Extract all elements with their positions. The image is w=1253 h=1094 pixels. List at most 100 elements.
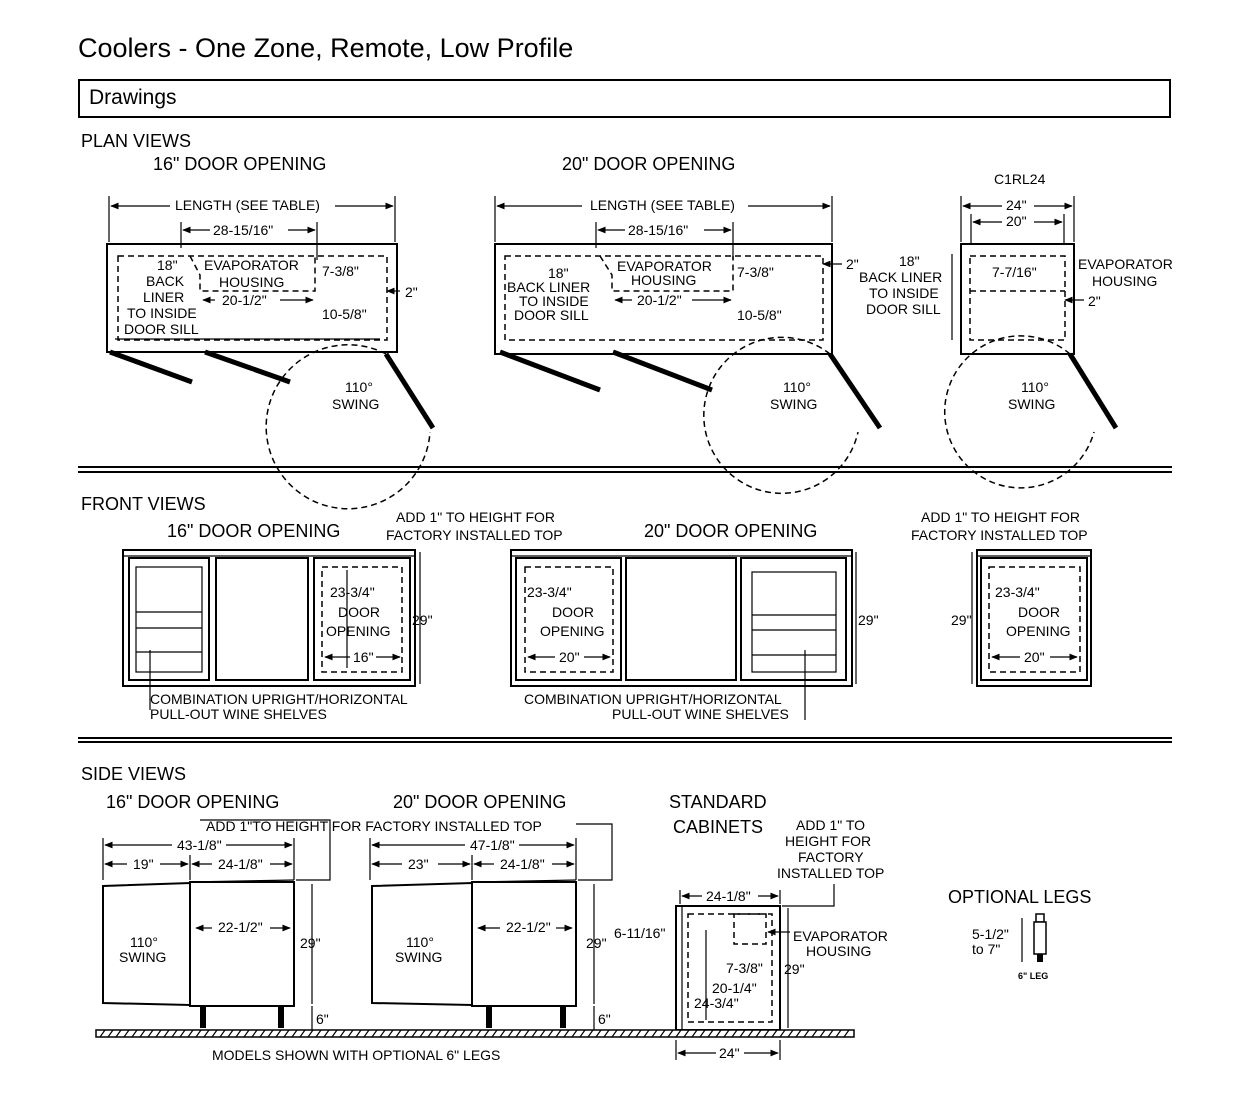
side-std-evap-2: HOUSING xyxy=(806,943,871,959)
plan-20-liner-1: BACK LINER xyxy=(507,279,590,295)
leg-icon xyxy=(1035,913,1045,923)
front-20-door-1: DOOR xyxy=(552,604,594,620)
side-section-title: SIDE VIEWS xyxy=(81,764,186,784)
side-std-d29: 29" xyxy=(784,961,805,977)
plan-24-d2: 2" xyxy=(1088,293,1101,309)
drawings-tab-label: Drawings xyxy=(89,86,177,109)
side-20-d2212: 22-1/2" xyxy=(506,919,551,935)
side-20-d23: 23" xyxy=(408,856,429,872)
side-standard-2: CABINETS xyxy=(673,817,763,837)
plan-16-evap-2: HOUSING xyxy=(219,274,284,290)
side-add1-std-1: ADD 1" TO xyxy=(796,817,865,833)
front-20-combo-2: PULL-OUT WINE SHELVES xyxy=(612,706,789,722)
front-20-heading: 20" DOOR OPENING xyxy=(644,521,817,541)
plan-20-liner-3: DOOR SILL xyxy=(514,307,589,323)
plan-20-heading: 20" DOOR OPENING xyxy=(562,154,735,174)
side-add1-std-3: FACTORY xyxy=(798,849,864,865)
front-20-d20: 20" xyxy=(559,649,580,665)
plan-16-d2012: 20-1/2" xyxy=(222,292,267,308)
side-16-d19: 19" xyxy=(133,856,154,872)
plan-16-d1058: 10-5/8" xyxy=(322,306,367,322)
plan-20-length: LENGTH (SEE TABLE) xyxy=(590,197,735,213)
plan-24-d24: 24" xyxy=(1006,197,1027,213)
plan-20-evap-2: HOUSING xyxy=(631,272,696,288)
side-16-swing-2: SWING xyxy=(119,949,166,965)
plan-24-evap-2: HOUSING xyxy=(1092,273,1157,289)
side-16-swing-1: 110° xyxy=(130,934,158,950)
side-20-heading: 20" DOOR OPENING xyxy=(393,792,566,812)
plan-16-liner-1: BACK xyxy=(146,273,185,289)
plan-20-drawing: LENGTH (SEE TABLE) 28-15/16" 18" BACK LI… xyxy=(494,196,883,495)
side-standard-1: STANDARD xyxy=(669,792,767,812)
side-std-d2014: 20-1/4" xyxy=(712,980,757,996)
side-20-d6: 6" xyxy=(598,1011,611,1027)
front-16-combo-1: COMBINATION UPRIGHT/HORIZONTAL xyxy=(150,691,408,707)
front-20-drawing: 23-3/4" DOOR OPENING 20" 29" COMBINATION… xyxy=(510,549,879,722)
front-16-door-2: OPENING xyxy=(326,623,391,639)
front-24-drawing: 23-3/4" DOOR OPENING 20" 29" xyxy=(951,549,1092,687)
page-title: Coolers - One Zone, Remote, Low Profile xyxy=(78,33,574,63)
legs-range-2: to 7" xyxy=(972,941,1000,957)
front-16-door-1: DOOR xyxy=(338,604,380,620)
plan-24-swing-1: 110° xyxy=(1021,379,1049,395)
side-add1-std-4: INSTALLED TOP xyxy=(777,865,884,881)
side-std-d2418: 24-1/8" xyxy=(706,888,751,904)
front-views: FRONT VIEWS 16" DOOR OPENING 20" DOOR OP… xyxy=(81,494,1092,722)
side-20-d2418: 24-1/8" xyxy=(500,856,545,872)
front-24-d29: 29" xyxy=(951,612,972,628)
legs-range-1: 5-1/2" xyxy=(972,926,1009,942)
plan-24-d7716: 7-7/16" xyxy=(992,264,1037,280)
side-std-d738: 7-3/8" xyxy=(726,960,763,976)
front-16-add1-2: FACTORY INSTALLED TOP xyxy=(386,527,563,543)
side-16-heading: 16" DOOR OPENING xyxy=(106,792,279,812)
plan-20-swing-1: 110° xyxy=(783,379,811,395)
front-section-title: FRONT VIEWS xyxy=(81,494,206,514)
side-std-d24: 24" xyxy=(719,1045,740,1061)
front-20-d2334: 23-3/4" xyxy=(527,584,572,600)
plan-20-d2012: 20-1/2" xyxy=(637,292,682,308)
plan-24-liner-3: DOOR SILL xyxy=(866,301,941,317)
plan-16-length: LENGTH (SEE TABLE) xyxy=(175,197,320,213)
plan-16-swing-2: SWING xyxy=(332,396,379,412)
front-24-add1-2: FACTORY INSTALLED TOP xyxy=(911,527,1088,543)
optional-legs: OPTIONAL LEGS 5-1/2" to 7" 6" LEG xyxy=(948,887,1091,981)
side-16-drawing: 43-1/8" 19" 24-1/8" 22-1/2" 110° SWING 2… xyxy=(102,819,331,1030)
divider-2 xyxy=(78,737,1172,743)
side-16-d2212: 22-1/2" xyxy=(218,919,263,935)
side-std-d61116: 6-11/16" xyxy=(614,925,665,941)
plan-20-liner-2: TO INSIDE xyxy=(519,293,589,309)
side-20-d47: 47-1/8" xyxy=(470,837,515,853)
plan-16-swing-1: 110° xyxy=(345,379,373,395)
plan-20-swing-2: SWING xyxy=(770,396,817,412)
plan-16-liner-3: TO INSIDE xyxy=(127,305,197,321)
plan-24-liner-2: TO INSIDE xyxy=(869,285,939,301)
side-add1-std-2: HEIGHT FOR xyxy=(785,833,871,849)
side-20-swing-2: SWING xyxy=(395,949,442,965)
front-24-add1-1: ADD 1" TO HEIGHT FOR xyxy=(921,509,1080,525)
side-20-swing-1: 110° xyxy=(406,934,434,950)
plan-24-drawing: 24" 20" 18" BACK LINER TO INSIDE DOOR SI… xyxy=(859,196,1173,489)
side-views: SIDE VIEWS 16" DOOR OPENING 20" DOOR OPE… xyxy=(81,764,888,1063)
side-add1-long: ADD 1"TO HEIGHT FOR FACTORY INSTALLED TO… xyxy=(206,818,542,834)
legs-caption: 6" LEG xyxy=(1018,971,1048,981)
plan-16-heading: 16" DOOR OPENING xyxy=(153,154,326,174)
front-16-d2334: 23-3/4" xyxy=(330,584,375,600)
plan-16-d738: 7-3/8" xyxy=(322,263,359,279)
front-16-d16: 16" xyxy=(353,649,374,665)
drawings-tab[interactable]: Drawings xyxy=(78,79,1171,118)
side-std-evap-1: EVAPORATOR xyxy=(793,928,888,944)
front-16-d29: 29" xyxy=(412,612,433,628)
plan-20-evap-1: EVAPORATOR xyxy=(617,258,712,274)
divider-1 xyxy=(78,466,1172,473)
front-16-drawing: 23-3/4" DOOR OPENING 16" 29" COMBINATION… xyxy=(122,549,433,722)
plan-24-d18: 18" xyxy=(899,253,920,269)
plan-24-liner-1: BACK LINER xyxy=(859,269,942,285)
plan-16-liner-4: DOOR SILL xyxy=(124,321,199,337)
plan-24-swing-2: SWING xyxy=(1008,396,1055,412)
plan-16-d28: 28-15/16" xyxy=(213,222,273,238)
plan-20-d18: 18" xyxy=(548,265,569,281)
side-16-d2418: 24-1/8" xyxy=(218,856,263,872)
front-20-combo-1: COMBINATION UPRIGHT/HORIZONTAL xyxy=(524,691,782,707)
front-20-d29: 29" xyxy=(858,612,879,628)
